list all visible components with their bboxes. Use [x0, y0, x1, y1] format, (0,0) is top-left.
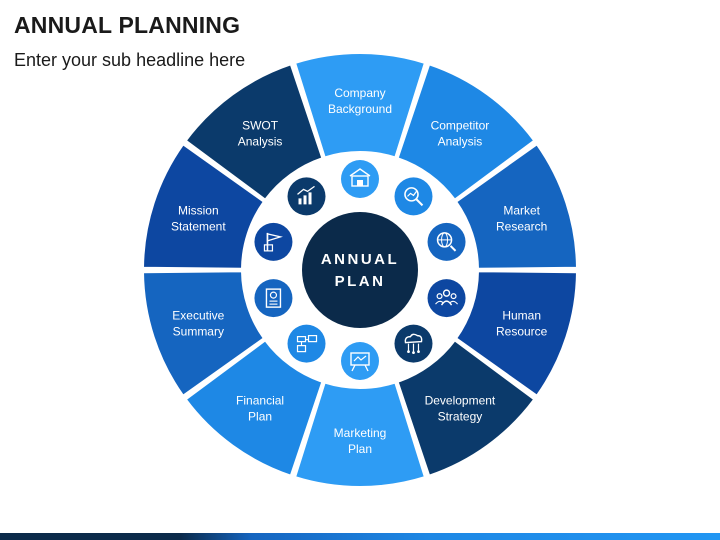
segment-label: Competitor	[431, 118, 490, 132]
magnifier-chart-icon	[404, 187, 424, 207]
icon-bubble	[427, 279, 466, 318]
wheel-segment	[184, 63, 324, 202]
segment-label: Resource	[496, 325, 548, 339]
icon-bubble	[341, 342, 379, 380]
segment-label: Summary	[173, 325, 224, 339]
house-icon	[349, 168, 371, 187]
segment-layer	[142, 52, 578, 488]
segment-label: Human	[502, 309, 541, 323]
segment-label: Plan	[248, 410, 272, 424]
document-icon	[265, 288, 282, 308]
cloud-network-icon	[404, 333, 423, 355]
icon-bubble	[394, 177, 433, 216]
page-title: ANNUAL PLANNING	[14, 12, 241, 38]
globe-search-icon	[436, 232, 457, 252]
wheel-segment	[454, 270, 578, 398]
icon-bubble	[341, 160, 379, 198]
segment-label: Marketing	[334, 426, 387, 440]
wheel-segment	[142, 270, 266, 398]
whiteboard-icon	[350, 352, 370, 372]
wheel-segment	[293, 381, 427, 488]
segment-label: Executive	[172, 309, 224, 323]
segment-label: Development	[425, 394, 496, 408]
icon-layer	[263, 168, 458, 372]
wheel-segment	[184, 338, 324, 477]
segment-label: Analysis	[438, 134, 483, 148]
segment-label: SWOT	[242, 118, 279, 132]
center-circle	[302, 212, 418, 328]
segment-label: Strategy	[438, 410, 483, 424]
wheel-segment	[142, 142, 266, 270]
label-layer: CompanyBackgroundCompetitorAnalysisMarke…	[171, 86, 548, 456]
segment-label: Statement	[171, 219, 226, 233]
center-label-line1: ANNUAL	[321, 251, 399, 268]
flag-icon	[263, 232, 283, 252]
segment-label: Market	[503, 203, 540, 217]
icon-bubble	[254, 222, 293, 261]
footer-bar	[0, 533, 720, 540]
segment-label: Financial	[236, 394, 284, 408]
finance-chart-icon	[296, 335, 318, 353]
growth-chart-icon	[297, 185, 315, 205]
segment-label: Company	[334, 86, 385, 100]
icon-bubble	[427, 222, 466, 261]
segment-label: Plan	[348, 442, 372, 456]
wheel-segment	[454, 142, 578, 270]
segment-label: Research	[496, 219, 547, 233]
segment-label: Analysis	[238, 134, 283, 148]
page-subtitle: Enter your sub headline here	[14, 50, 246, 70]
icon-bubble	[287, 324, 326, 363]
segment-label: Background	[328, 102, 392, 116]
wheel-segment	[396, 338, 536, 477]
people-icon	[435, 289, 458, 306]
segment-label: Mission	[178, 203, 219, 217]
wheel-segment	[396, 63, 536, 202]
wheel-segment	[293, 52, 427, 159]
center-label-line2: PLAN	[335, 273, 386, 290]
